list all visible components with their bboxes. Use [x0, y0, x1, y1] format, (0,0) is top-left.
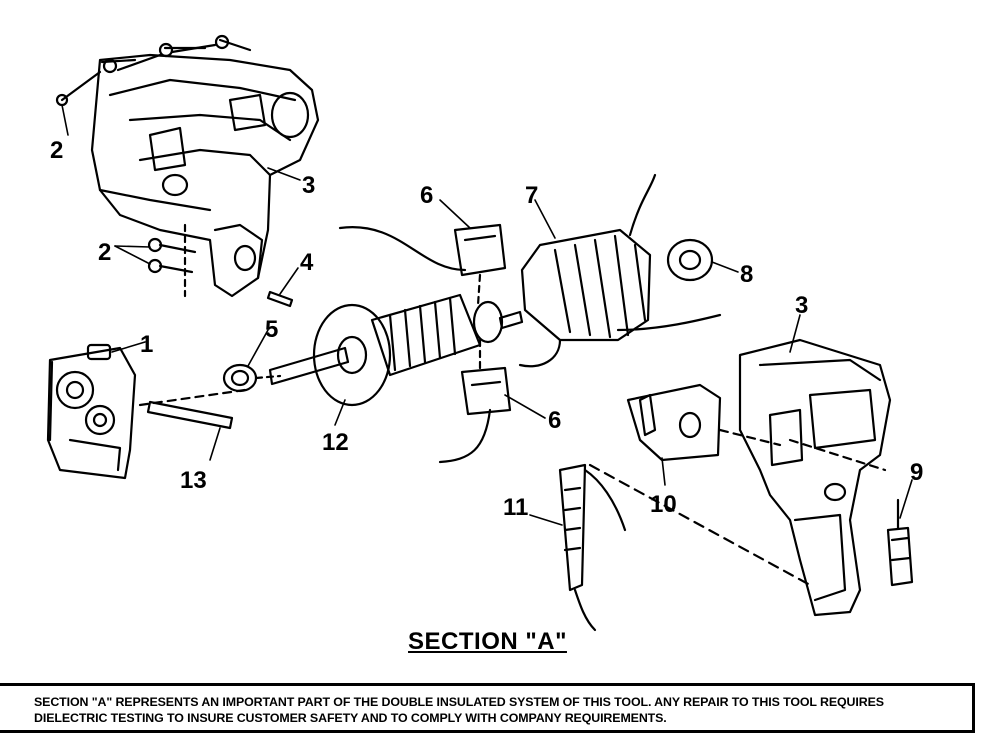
callout-10: 10: [650, 491, 677, 518]
callout-7: 7: [525, 182, 538, 209]
callout-13: 13: [180, 467, 207, 494]
screw-part-4: [266, 290, 294, 308]
screws-top: [55, 34, 252, 107]
callout-1: 1: [140, 331, 153, 358]
section-title: SECTION "A": [408, 628, 567, 655]
brush-holder-bottom: [438, 338, 512, 464]
callout-3-right: 3: [795, 292, 808, 319]
bearing: [222, 363, 282, 393]
callout-3-left: 3: [302, 172, 315, 199]
gear-plate: [46, 343, 137, 480]
reversing-switch: [886, 498, 914, 587]
safety-note-box: SECTION "A" REPRESENTS AN IMPORTANT PART…: [0, 683, 975, 733]
callout-6-top: 6: [420, 182, 433, 209]
callout-2-top: 2: [50, 137, 63, 164]
callout-labels: 1 2 2 3 3 4 5 6 6 7 8 9 10 11 12 13: [50, 137, 923, 521]
power-cord: [558, 463, 812, 632]
housing-left-half: [90, 53, 320, 298]
callout-11: 11: [503, 494, 528, 521]
brush-holder-top: [338, 223, 507, 307]
switch: [626, 383, 782, 462]
housing-right-half: [738, 338, 892, 617]
callout-2-middle: 2: [98, 239, 111, 266]
callout-5: 5: [265, 316, 278, 343]
callout-9: 9: [910, 459, 923, 486]
callout-6-bottom: 6: [548, 407, 561, 434]
armature: [268, 293, 524, 407]
field-stator: [518, 173, 722, 368]
spindle: [138, 388, 247, 430]
safety-note-text: SECTION "A" REPRESENTS AN IMPORTANT PART…: [34, 695, 884, 725]
screws-middle: [147, 223, 197, 298]
callout-12: 12: [322, 429, 349, 456]
leader-lines: [61, 104, 913, 526]
brush-ring: [666, 238, 714, 282]
callout-4: 4: [300, 249, 314, 276]
callout-8: 8: [740, 261, 753, 288]
